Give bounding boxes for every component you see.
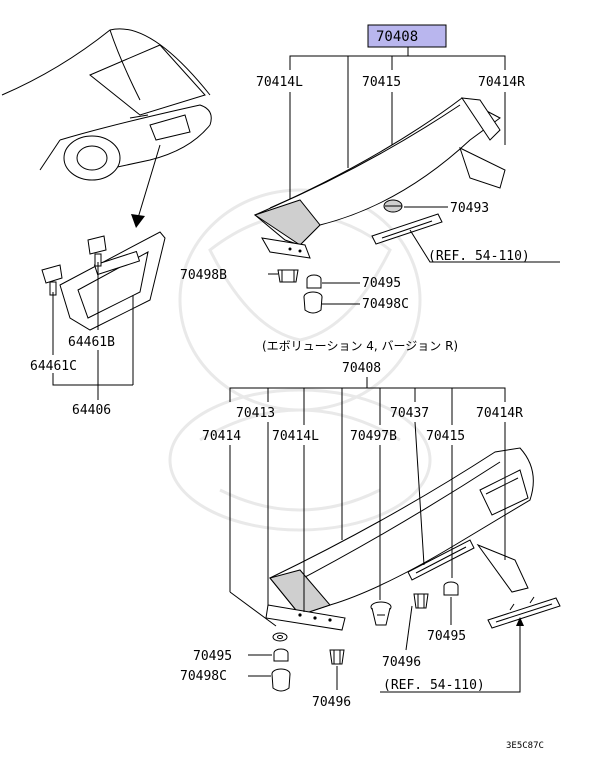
stop-lamp-bottom [487,596,561,629]
label-70414r-bottom: 70414R [476,406,523,421]
leader-ref-bottom [380,622,521,693]
label-70495-br: 70495 [427,629,466,644]
leader-join-2 [52,350,99,386]
label-70408-top: 70408 [376,29,418,45]
leader-70496-right [405,605,413,651]
clip-70497b [370,601,392,626]
leader-70437 [414,421,425,566]
assembly-highlight-box [367,24,447,48]
label-70415-bottom: 70415 [426,429,465,444]
label-70493: 70493 [450,201,489,216]
car-rear-illustration [1,28,212,181]
label-70414l-top: 70414L [256,75,303,90]
label-70498c-top: 70498C [362,297,409,312]
ref-top: (REF. 54-110) [428,249,530,264]
watermark-emblem [168,188,432,532]
leader-70414-b [229,591,277,627]
label-70413: 70413 [236,406,275,421]
stop-lamp-top [371,213,443,245]
diagram-code: 3E5C87C [506,741,544,751]
cap-70498c-top [303,291,323,314]
nut-70495-top [306,274,322,289]
label-70414r-top: 70414R [478,75,525,90]
spoiler-top [253,97,506,259]
bracket-top [289,55,506,70]
label-64406: 64406 [72,403,111,418]
label-70495-bl: 70495 [193,649,232,664]
grommet-70496-left [329,649,345,665]
clip-70493 [383,199,403,213]
grommet-70498b [277,269,299,283]
label-70496-right: 70496 [382,655,421,670]
label-70498c-bottom: 70498C [180,669,227,684]
label-70497b: 70497B [350,429,397,444]
arrow-head [131,214,145,228]
label-70415-top: 70415 [362,75,401,90]
label-64461b: 64461B [68,335,115,350]
label-70414: 70414 [202,429,241,444]
pointer-arrow [137,144,161,219]
label-70437: 70437 [390,406,429,421]
ref-bottom: (REF. 54-110) [383,678,485,693]
label-70498b: 70498B [180,268,227,283]
label-70495-top: 70495 [362,276,401,291]
variant-caption: (エボリューション 4, バージョン R) [262,339,458,353]
label-70414l-bottom: 70414L [272,429,319,444]
ref-arrow-head [516,617,524,626]
cap-70498c-bottom [271,668,291,692]
leader-ref-top [409,229,560,263]
label-64461c: 64461C [30,359,77,374]
grommet-70496-right [413,593,429,609]
label-70408-bottom: 70408 [342,361,381,376]
nut-70495-bottom-right [443,581,459,596]
washer-70414 [272,632,288,642]
license-garnish-64406 [41,231,166,331]
nut-70495-bottom-left [273,648,289,662]
label-70496-left: 70496 [312,695,351,710]
spoiler-bottom [265,447,534,631]
